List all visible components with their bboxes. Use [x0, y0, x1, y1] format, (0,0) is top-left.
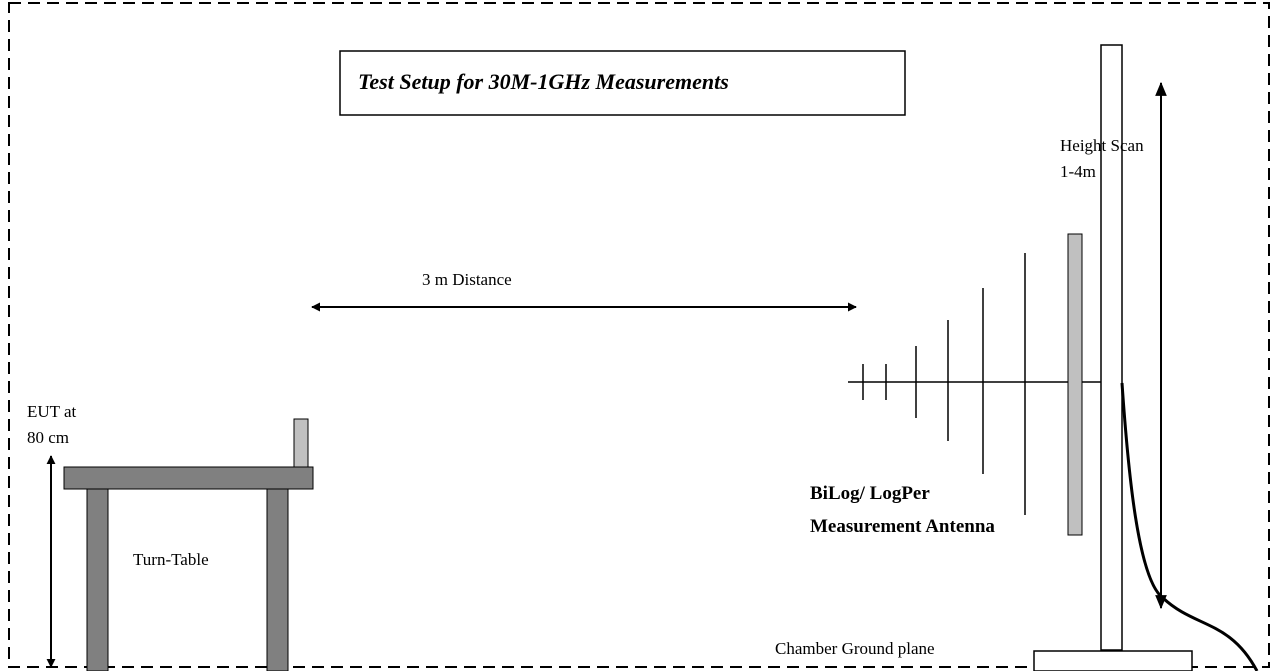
antenna-reflector: [1067, 233, 1083, 536]
distance-label: 3 m Distance: [422, 270, 512, 289]
log-periodic-antenna: [848, 233, 1101, 536]
eut-label-line1: EUT at: [27, 402, 77, 421]
table-leg-left: [86, 488, 109, 671]
table-top: [63, 466, 314, 490]
antenna-label-line1: BiLog/ LogPer: [810, 483, 930, 504]
antenna-cable: [1120, 382, 1259, 671]
table-leg-right: [266, 488, 289, 671]
chamber-boundary: [8, 2, 1270, 668]
height-scan-label-line1: Height Scan: [1060, 136, 1144, 155]
height-scan-label-line2: 1-4m: [1060, 162, 1096, 181]
eut-device: [293, 418, 309, 468]
diagram-title: Test Setup for 30M-1GHz Measurements: [358, 69, 729, 94]
title-box: [339, 50, 906, 116]
antenna-mast: [1100, 44, 1123, 651]
turn-table-label: Turn-Table: [133, 550, 209, 569]
turn-table: [63, 418, 314, 671]
ground-plane-label: Chamber Ground plane: [775, 639, 935, 658]
mast-base: [1033, 650, 1193, 671]
eut-label-line2: 80 cm: [27, 428, 69, 447]
antenna-label-line2: Measurement Antenna: [810, 516, 995, 537]
